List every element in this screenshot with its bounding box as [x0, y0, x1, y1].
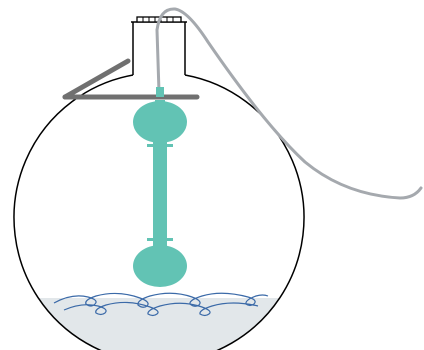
support-shelf	[62, 58, 200, 100]
tube	[155, 7, 423, 200]
float-device	[133, 87, 187, 287]
waves	[53, 292, 269, 317]
flask	[13, 74, 305, 350]
